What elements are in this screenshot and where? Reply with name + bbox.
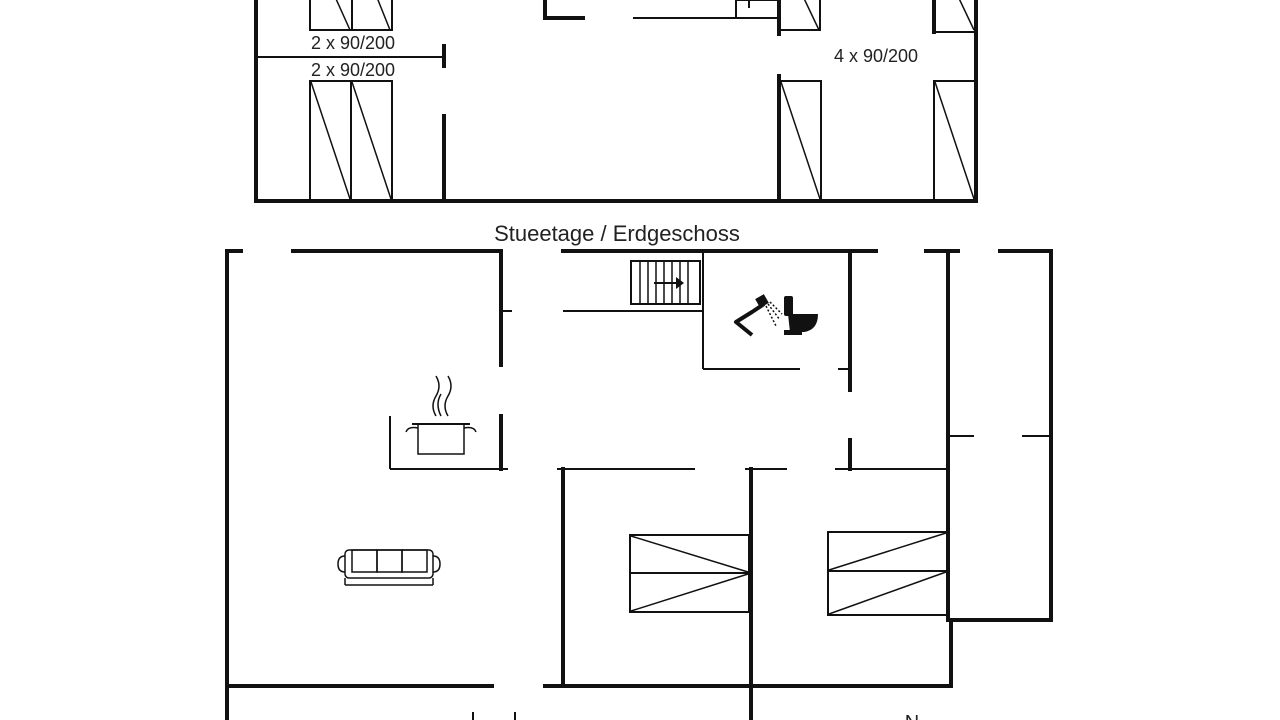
bed-ground-left: [629, 534, 750, 613]
sofa-icon: [337, 549, 441, 586]
bed: [933, 80, 976, 201]
bed-label-right: 4 x 90/200: [834, 46, 918, 66]
compass-north-label: N: [905, 712, 919, 720]
bed: [934, 0, 976, 33]
ground-floor: [225, 249, 1053, 720]
upper-cabinet: [735, 0, 781, 19]
bed-group-bottom-left: [309, 80, 393, 201]
bed-ground-right: [827, 531, 948, 616]
bed-group-right: [779, 0, 976, 201]
toilet-icon: [784, 296, 818, 335]
bed: [779, 0, 821, 31]
stair-arrow-icon: [676, 277, 684, 289]
floor-title: Stueetage / Erdgeschoss: [494, 221, 740, 246]
bed-label-left-bottom: 2 x 90/200: [311, 60, 395, 80]
upper-floor: 2 x 90/200 2 x 90/200 4 x 90/200: [254, 0, 978, 203]
cooking-pot-icon: [405, 375, 477, 455]
bed: [779, 80, 822, 201]
bed-label-left-top: 2 x 90/200: [311, 33, 395, 53]
shower-icon: [734, 294, 783, 337]
bed: [309, 0, 353, 31]
staircase: [630, 260, 701, 305]
bed: [351, 0, 393, 31]
bed: [350, 80, 393, 201]
bed-group-top-left: [309, 0, 393, 31]
